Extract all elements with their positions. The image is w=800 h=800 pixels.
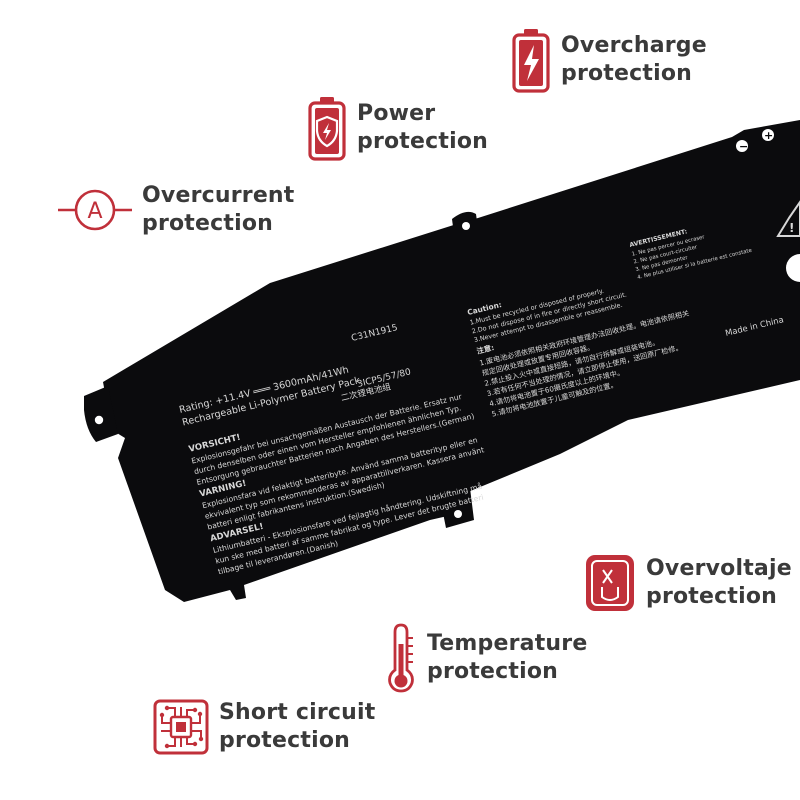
ammeter-icon: A <box>58 189 132 231</box>
battery-mount-tab-bottom <box>440 488 474 528</box>
feature-temperature: Temperature protection <box>385 622 587 694</box>
thermometer-icon <box>388 623 414 693</box>
feature-short-circuit: Short circuit protection <box>153 699 375 755</box>
feature-short-circuit-line1: Short circuit <box>219 700 376 725</box>
terminal-plus-label: + <box>764 129 773 142</box>
feature-temperature-line2: protection <box>427 659 559 684</box>
mount-hole-top <box>462 222 470 230</box>
feature-overvoltage-line1: Overvoltaje <box>646 556 792 581</box>
battery-bolt-icon <box>512 29 550 93</box>
feature-overvoltage-line2: protection <box>646 584 778 609</box>
battery-body <box>103 120 800 602</box>
battery-shield-icon <box>308 97 346 161</box>
svg-text:!: ! <box>789 221 794 235</box>
mount-hole-left <box>94 415 104 425</box>
circuit-chip-icon <box>153 699 209 755</box>
warning-triangle-icon <box>776 200 800 237</box>
voltage-icon <box>586 555 634 611</box>
feature-power: Power protection <box>307 95 488 161</box>
feature-overcurrent: A Overcurrent protection <box>58 180 295 240</box>
battery-chinese-heading: 注意: <box>476 343 495 356</box>
feature-overcharge-line1: Overcharge <box>561 33 707 58</box>
feature-overcurrent-line1: Overcurrent <box>142 183 295 208</box>
feature-overvoltage: Overvoltaje protection <box>584 553 792 613</box>
feature-overcharge: Overcharge protection <box>511 27 707 93</box>
battery-mount-tab <box>84 386 118 442</box>
mount-hole-right <box>786 254 800 282</box>
terminal-plus <box>762 129 774 141</box>
feature-short-circuit-line2: protection <box>219 728 351 753</box>
feature-temperature-line1: Temperature <box>427 631 588 656</box>
feature-overcharge-line2: protection <box>561 61 693 86</box>
terminal-minus-label: − <box>739 140 748 153</box>
feature-overcurrent-line2: protection <box>142 211 274 236</box>
feature-power-line2: protection <box>357 129 489 154</box>
feature-power-line1: Power <box>357 101 436 126</box>
mount-hole-bottom <box>454 510 462 518</box>
terminal-minus <box>736 140 748 152</box>
svg-text:A: A <box>87 199 102 224</box>
